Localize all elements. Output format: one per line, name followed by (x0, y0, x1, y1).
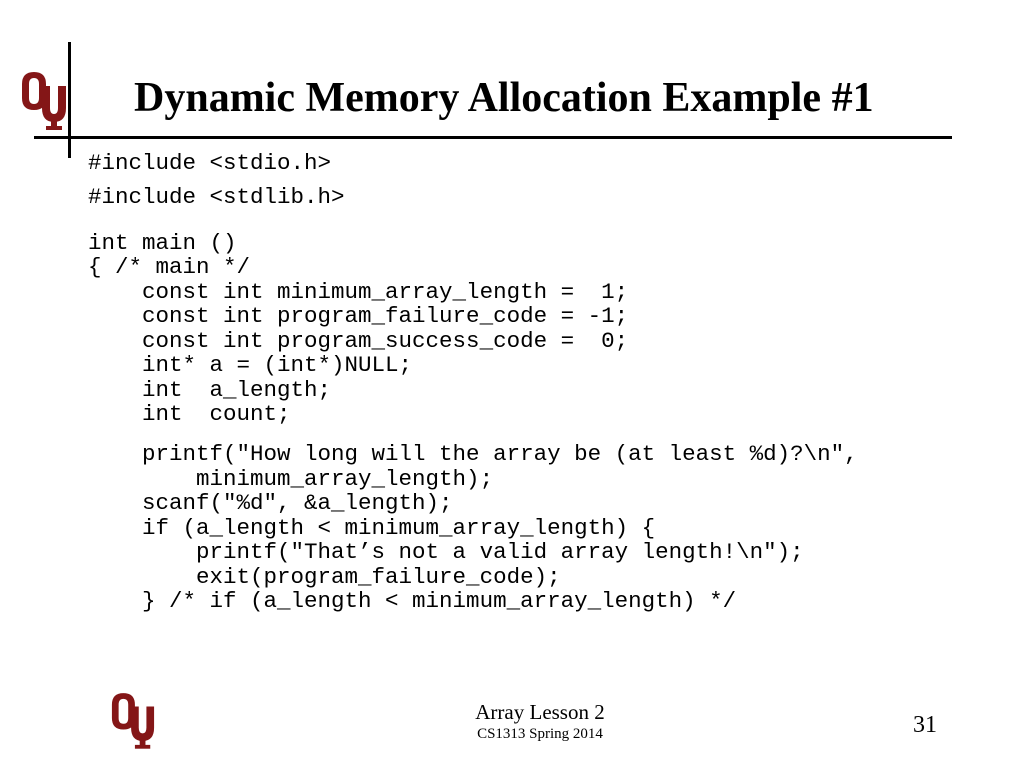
code-line: #include <stdlib.h> (88, 184, 345, 210)
page-number: 31 (913, 712, 937, 738)
code-line: if (a_length < minimum_array_length) { (88, 515, 656, 541)
code-line: printf("That’s not a valid array length!… (88, 539, 804, 565)
title-horizontal-rule (34, 136, 952, 139)
code-line: exit(program_failure_code); (88, 564, 561, 590)
code-line: int main () (88, 230, 237, 256)
ou-logo-icon (110, 688, 156, 750)
footer-course: CS1313 Spring 2014 (477, 726, 603, 742)
code-line: int a_length; (88, 377, 332, 403)
code-line: printf("How long will the array be (at l… (88, 441, 858, 467)
code-line: #include <stdio.h> (88, 150, 332, 176)
title-vertical-rule (68, 42, 71, 158)
code-line: int count; (88, 401, 291, 427)
ou-logo-icon (20, 68, 68, 130)
code-line: } /* if (a_length < minimum_array_length… (88, 588, 737, 614)
code-line: int* a = (int*)NULL; (88, 352, 413, 378)
code-line: scanf("%d", &a_length); (88, 490, 453, 516)
code-line: const int program_failure_code = -1; (88, 303, 629, 329)
code-line: minimum_array_length); (88, 466, 494, 492)
code-line: const int program_success_code = 0; (88, 328, 629, 354)
slide-title: Dynamic Memory Allocation Example #1 (134, 75, 874, 121)
code-line: { /* main */ (88, 254, 251, 280)
code-line: const int minimum_array_length = 1; (88, 279, 629, 305)
footer-lesson-title: Array Lesson 2 (475, 700, 605, 724)
